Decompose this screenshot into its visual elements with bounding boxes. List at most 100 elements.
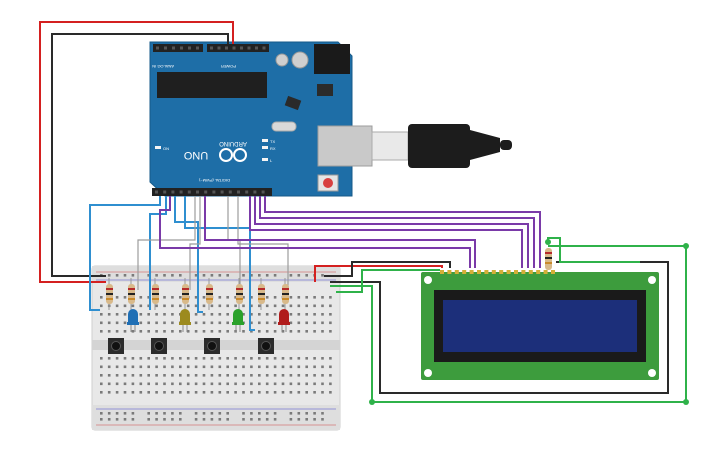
wire-blue-1[interactable] <box>89 196 161 311</box>
bb-hole <box>321 357 324 360</box>
bb-hole <box>115 374 119 377</box>
wire-blue-3[interactable] <box>174 196 203 313</box>
bb-hole <box>139 313 143 316</box>
push-button-1[interactable] <box>108 338 124 354</box>
bb-hole <box>139 357 143 360</box>
bb-hole <box>194 304 198 308</box>
bb-hole <box>242 382 245 386</box>
led-green[interactable] <box>232 309 244 332</box>
resistor[interactable] <box>282 278 289 310</box>
led-rim <box>278 322 290 325</box>
header-pin <box>220 190 224 194</box>
wire-gray-1[interactable] <box>137 196 196 290</box>
bb-hole <box>186 357 190 360</box>
usb-cable[interactable] <box>371 124 512 168</box>
resistor[interactable] <box>236 278 243 310</box>
bb-hole <box>155 365 158 369</box>
wire-purple-2[interactable] <box>204 196 476 268</box>
bb-hole <box>297 357 301 360</box>
bb-hole <box>281 330 285 333</box>
bb-hole <box>202 374 206 377</box>
bb-rail-hole <box>115 412 119 415</box>
bb-hole <box>289 391 293 394</box>
rx-label: RX <box>270 146 276 151</box>
bb-hole <box>321 321 324 325</box>
bb-hole <box>147 321 150 325</box>
bb-hole <box>171 321 174 325</box>
arduino-uno-board[interactable]: ARDUINO UNO ANALOG IN POWER DIGITAL (PWM… <box>149 41 373 197</box>
wire-black-lcd[interactable] <box>324 261 451 277</box>
bb-hole <box>226 304 229 308</box>
bb-hole <box>250 321 253 325</box>
bb-rail-hole <box>305 418 308 421</box>
bb-hole <box>297 304 301 308</box>
wire-gray-2[interactable] <box>189 196 201 290</box>
tx-led <box>262 139 268 142</box>
bb-hole <box>163 374 166 377</box>
wire-gray-4[interactable] <box>237 196 289 290</box>
push-button-2[interactable] <box>151 338 167 354</box>
resistor[interactable] <box>258 278 265 310</box>
wire-purple-3[interactable] <box>254 196 529 268</box>
bb-hole <box>321 313 324 316</box>
bb-hole <box>321 304 324 308</box>
bb-rail-hole <box>313 412 316 415</box>
bb-hole <box>242 357 245 360</box>
wire-black-gnd[interactable] <box>51 33 229 277</box>
wire-green-1[interactable] <box>330 245 687 403</box>
lcd-16x2[interactable] <box>421 270 659 380</box>
bb-hole <box>289 313 293 316</box>
push-button-4[interactable] <box>258 338 274 354</box>
bb-hole <box>210 304 214 308</box>
bb-hole <box>289 304 293 308</box>
wire-red-5v[interactable] <box>39 21 234 283</box>
resistor[interactable] <box>182 278 189 310</box>
resistor[interactable] <box>128 278 135 310</box>
wire-blue-2[interactable] <box>149 196 167 310</box>
push-button-3[interactable] <box>204 338 220 354</box>
bb-rail-hole <box>131 274 135 277</box>
resistor-band <box>152 298 159 300</box>
wire-black-lcd-2[interactable] <box>330 261 669 394</box>
wire-red-lcd[interactable] <box>314 265 443 282</box>
bb-hole <box>313 330 316 333</box>
power-section-label: POWER <box>221 64 236 69</box>
led-blue[interactable] <box>127 309 139 332</box>
bb-hole <box>273 321 277 325</box>
brand-text: ARDUINO <box>219 140 247 146</box>
bb-hole <box>100 374 103 377</box>
resistor-band <box>152 293 159 295</box>
bb-rail-hole <box>100 412 103 415</box>
wire-purple-6[interactable] <box>249 196 523 268</box>
led-yellow[interactable] <box>179 309 191 332</box>
resistor-band <box>128 288 135 290</box>
wire-purple-4[interactable] <box>259 196 535 268</box>
bb-hole <box>218 357 222 360</box>
wire-green-3[interactable] <box>547 237 640 263</box>
bb-hole <box>186 391 190 394</box>
bb-rail-hole <box>179 412 182 415</box>
reset-button[interactable] <box>323 178 333 188</box>
bb-hole <box>289 357 293 360</box>
bb-rail-hole <box>250 418 253 421</box>
resistor[interactable] <box>152 278 159 310</box>
wire-green-2[interactable] <box>336 269 440 293</box>
led-red[interactable] <box>278 309 290 332</box>
resistor[interactable] <box>206 278 213 310</box>
lcd-pin <box>514 270 518 274</box>
bb-hole <box>123 382 127 386</box>
bb-hole <box>281 391 285 394</box>
bb-hole <box>273 391 277 394</box>
wire-purple-5[interactable] <box>264 196 541 268</box>
bb-hole <box>329 304 332 308</box>
header-pin <box>240 46 243 50</box>
wire-purple-1[interactable] <box>159 196 471 268</box>
resistor[interactable] <box>106 278 113 310</box>
bb-hole <box>273 330 277 333</box>
bb-hole <box>131 391 135 394</box>
lcd-resistor[interactable] <box>545 248 552 270</box>
bb-hole <box>210 382 214 386</box>
bb-hole <box>155 330 158 333</box>
bb-hole <box>147 391 150 394</box>
